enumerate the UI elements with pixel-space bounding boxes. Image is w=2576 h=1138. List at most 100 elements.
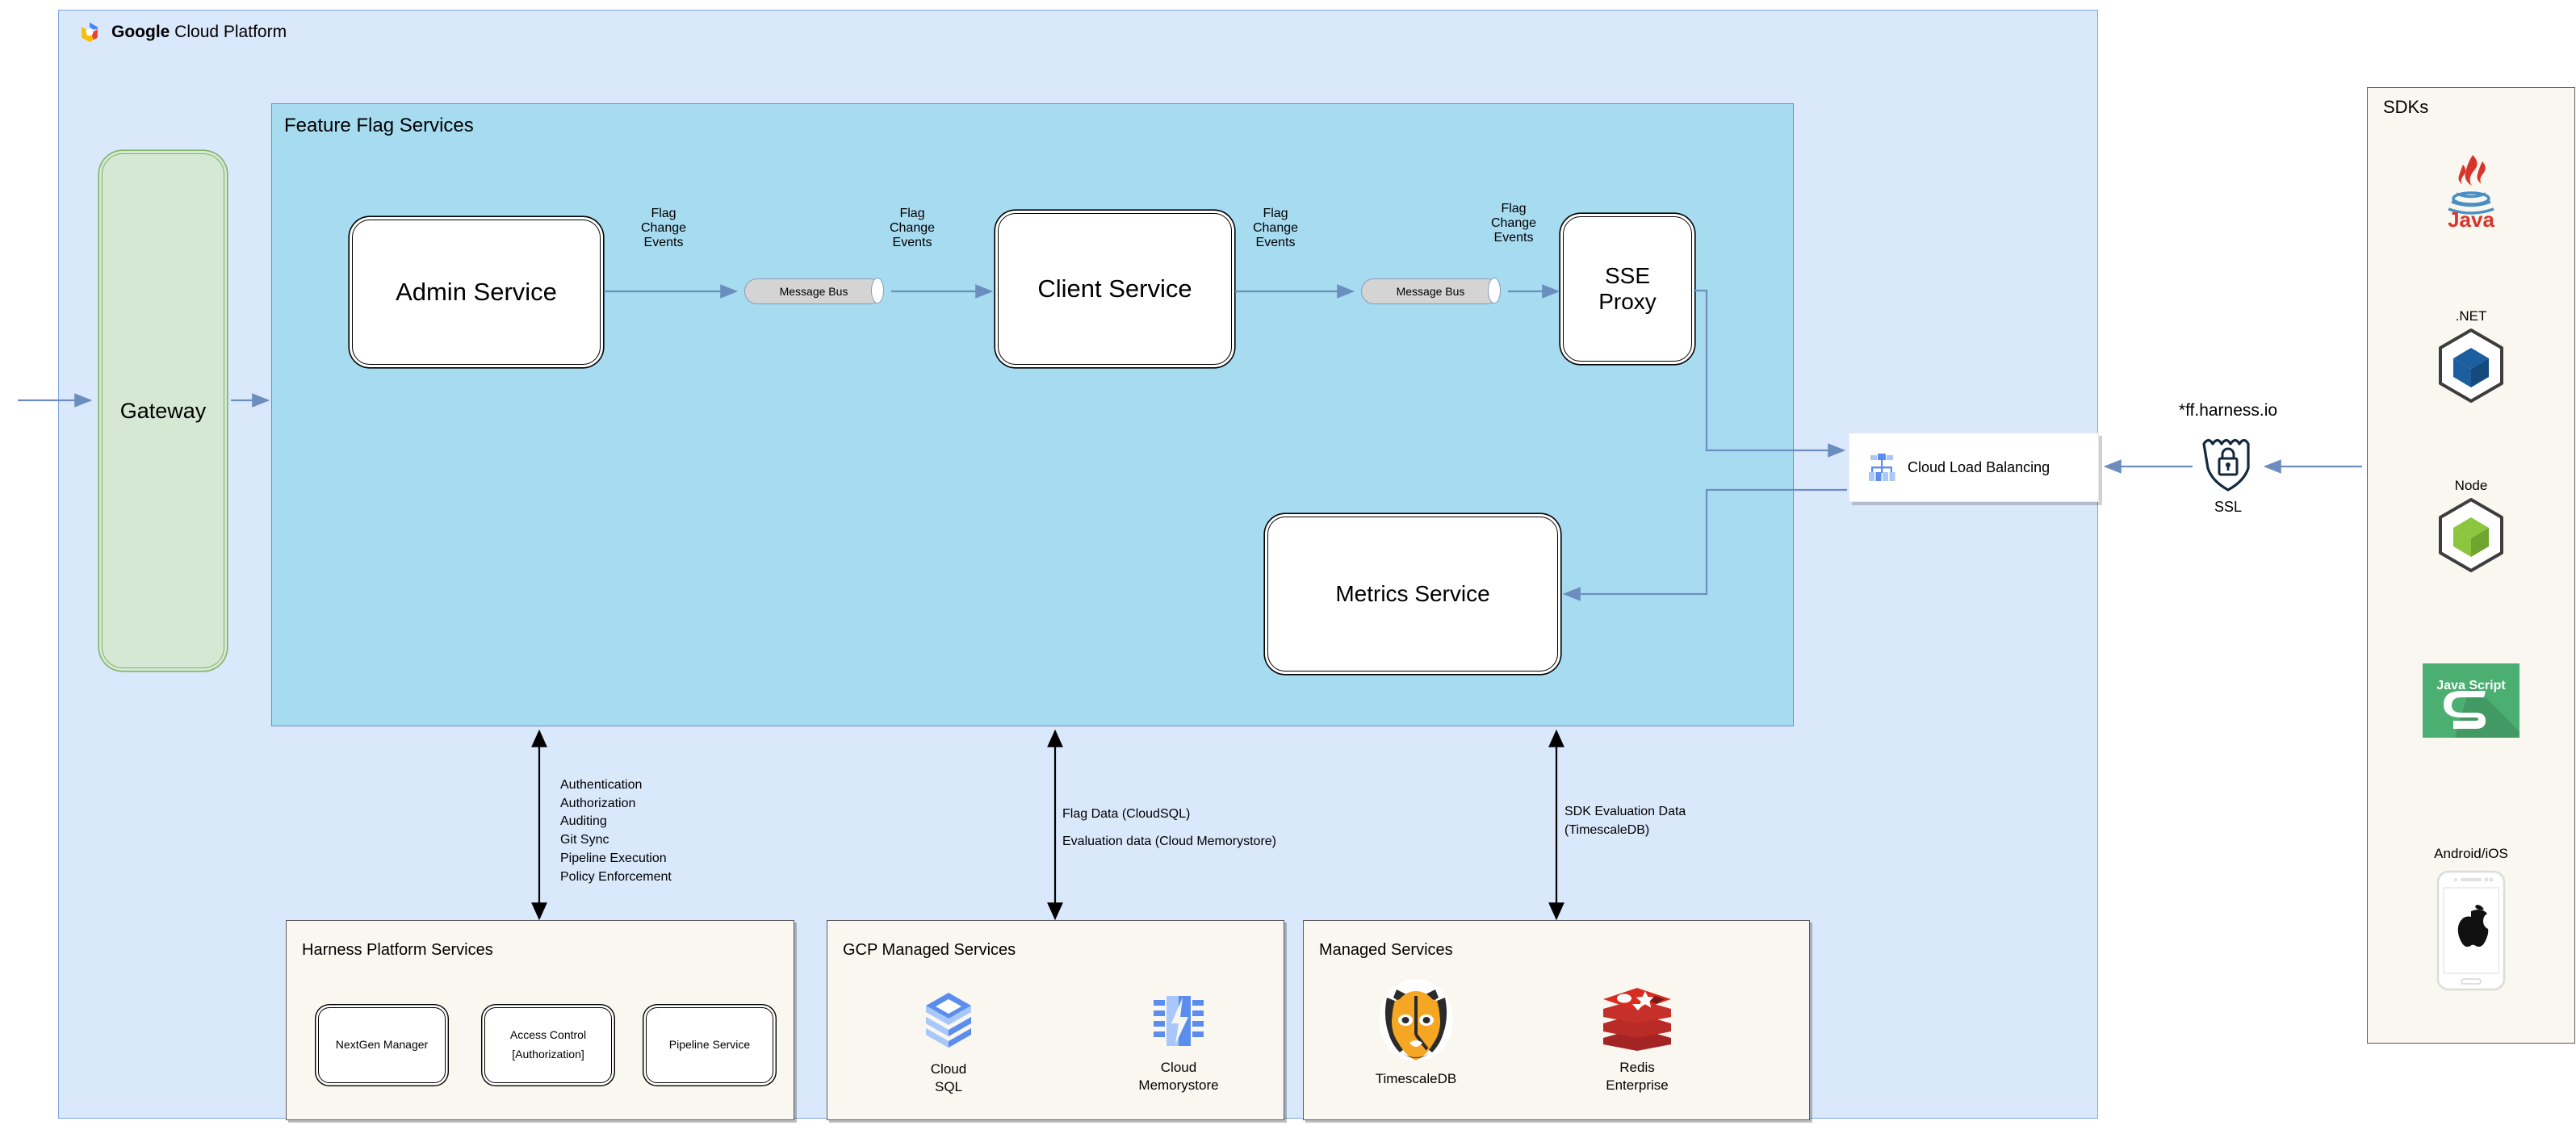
redis-enterprise-caption: Redis Enterprise [1571,1059,1703,1094]
edge-label-admin-to-bus1: Flag Change Events [615,207,712,250]
timescaledb-caption: TimescaleDB [1350,1070,1482,1088]
svg-text:Java: Java [2448,207,2494,232]
edge-label-line3: Events [643,235,684,249]
timescaledb-item[interactable]: TimescaleDB [1350,978,1482,1088]
message-bus-1-node[interactable]: Message Bus [744,278,884,304]
cloud-sql-caption: Cloud SQL [896,1061,1001,1096]
message-bus-1-label: Message Bus [779,285,848,298]
svg-text:Java Script: Java Script [2436,679,2506,692]
caption-line1: Cloud [1160,1060,1197,1075]
sse-proxy-label-line2: Proxy [1598,289,1657,314]
nextgen-manager-node[interactable]: NextGen Manager [318,1007,446,1083]
node-sdk-item[interactable] [2367,497,2575,573]
feature-flag-services-title: Feature Flag Services [284,115,474,136]
edge-label-line2: Change [1252,220,1299,235]
gateway-node[interactable]: Gateway [102,153,224,668]
edge-label-bus1-to-client: Flag Change Events [864,207,961,250]
admin-service-label: Admin Service [396,278,557,306]
gcp-managed-services-title: GCP Managed Services [843,941,1016,959]
pipeline-service-node[interactable]: Pipeline Service [646,1007,773,1083]
dotnet-sdk-caption: .NET [2455,308,2487,324]
google-cloud-platform-logo [77,20,102,44]
annotation-line: Evaluation data (Cloud Memorystore) [1062,834,1277,848]
caption-line1: Redis [1619,1060,1655,1075]
annotation-line: Pipeline Execution [560,851,667,865]
managed-services-annotation: SDK Evaluation Data (TimescaleDB) [1564,803,1807,839]
annotation-line: Policy Enforcement [560,869,672,884]
edge-label-line2: Change [889,220,936,235]
edge-label-line2: Change [1490,215,1537,230]
annotation-line: Auditing [560,814,607,829]
cloud-memorystore-icon [1106,991,1251,1052]
edge-label-line2: Change [640,220,687,235]
access-control-node[interactable]: Access Control [Authorization] [484,1007,612,1083]
redis-enterprise-item[interactable]: Redis Enterprise [1571,986,1703,1094]
gcp-brand-bold: Google [111,23,170,41]
cloud-sql-item[interactable]: Cloud SQL [896,991,1001,1096]
ssl-domain-label: *ff.harness.io [2178,401,2278,420]
annotation-line: (TimescaleDB) [1564,822,1650,837]
message-bus-2-node[interactable]: Message Bus [1361,278,1501,304]
java-logo-icon: Java [2367,152,2575,232]
managed-services-panel [1303,920,1810,1120]
metrics-service-label: Metrics Service [1335,581,1490,606]
edge-label-bus2-to-sse: Flag Change Events [1465,202,1562,245]
feature-flag-services-panel [271,103,1794,726]
admin-service-node[interactable]: Admin Service [352,220,601,365]
mobile-sdk-item[interactable] [2367,870,2575,991]
redis-icon [1571,986,1703,1051]
edge-label-client-to-bus2: Flag Change Events [1227,207,1324,250]
edge-label-line1: Flag [651,207,676,220]
java-sdk-item[interactable]: Java [2367,152,2575,232]
cloud-load-balancing-label: Cloud Load Balancing [1908,458,2050,475]
access-control-label-line2: [Authorization] [512,1048,584,1061]
message-bus-2-label: Message Bus [1396,285,1465,298]
cloud-sql-icon [896,991,1001,1054]
metrics-service-node[interactable]: Metrics Service [1267,517,1558,672]
cloud-load-balancing-icon [1867,454,1896,481]
gcp-brand-rest: Cloud Platform [170,23,287,41]
caption-line2: Enterprise [1606,1077,1669,1094]
annotation-line: Git Sync [560,833,609,847]
gcp-title: Google Cloud Platform [111,23,287,42]
sdks-title: SDKs [2383,97,2429,117]
access-control-label-line1: Access Control [509,1028,587,1042]
javascript-sdk-item[interactable]: Java Script [2367,663,2575,738]
annotation-line: Authorization [560,796,636,810]
cloud-memorystore-item[interactable]: Cloud Memorystore [1106,991,1251,1094]
javascript-logo-icon: Java Script [2367,663,2575,738]
gcp-managed-annotation: Flag Data (CloudSQL) Evaluation data (Cl… [1062,801,1385,855]
annotation-line: Authentication [560,778,643,792]
caption-line1: Cloud [930,1061,967,1077]
node-cube-icon [2367,497,2575,573]
mobile-sdk-caption: Android/iOS [2434,846,2508,861]
annotation-line: SDK Evaluation Data [1564,805,1686,818]
gcp-header: Google Cloud Platform [77,18,417,47]
dotnet-sdk-item[interactable] [2367,328,2575,404]
edge-label-line1: Flag [899,207,925,220]
sse-proxy-node[interactable]: SSE Proxy [1563,216,1692,362]
caption-line1: TimescaleDB [1375,1071,1457,1086]
gcp-managed-services-panel [827,920,1284,1120]
edge-label-line1: Flag [1501,202,1527,215]
client-service-node[interactable]: Client Service [998,213,1232,365]
caption-line2: SQL [934,1079,963,1095]
caption-line2: Memorystore [1138,1077,1219,1094]
ssl-shield-lock-icon [2197,431,2259,492]
cloud-load-balancing-node[interactable]: Cloud Load Balancing [1849,433,2099,502]
managed-services-title: Managed Services [1319,941,1453,959]
nextgen-manager-label: NextGen Manager [335,1038,429,1052]
timescaledb-tiger-icon [1350,978,1482,1062]
client-service-label: Client Service [1037,274,1192,303]
gateway-label: Gateway [119,398,207,423]
edge-label-line3: Events [1493,230,1534,245]
edge-label-line3: Events [1255,235,1296,249]
edge-label-line3: Events [892,235,932,249]
node-sdk-caption: Node [2454,478,2488,493]
pipeline-service-label: Pipeline Service [668,1038,751,1052]
edge-label-line1: Flag [1263,207,1288,220]
dotnet-cube-icon [2367,328,2575,404]
harness-platform-services-title: Harness Platform Services [302,941,493,959]
harness-platform-annotation: Authentication Authorization Auditing Gi… [560,776,802,886]
